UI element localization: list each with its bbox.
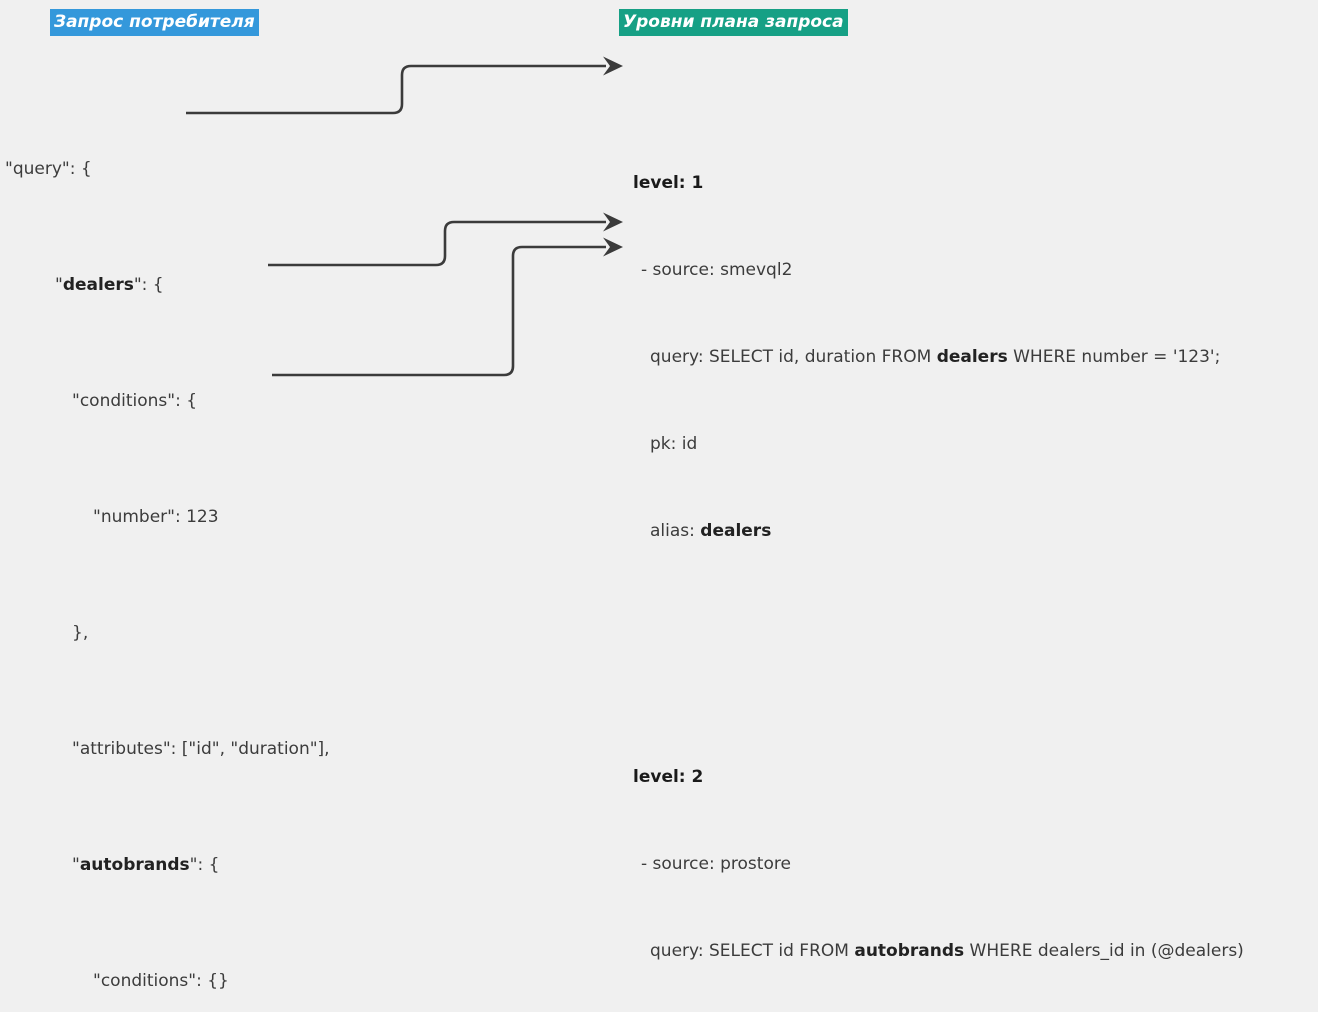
autobrands-to-level-2-arrowhead [603, 212, 623, 232]
dealers-to-level-1-arrowhead [603, 56, 623, 76]
alias-label: alias: [650, 521, 701, 541]
level-1-source-0-query: query: SELECT id, duration FROM dealers … [633, 343, 1261, 372]
json-line-text: " [72, 855, 80, 875]
alias-value: dealers [700, 521, 772, 541]
query-text-post: WHERE dealers_id in (@dealers) [964, 941, 1244, 961]
level-2-source-0-source: - source: prostore [641, 854, 791, 874]
json-line-text: "conditions": { [72, 391, 198, 411]
json-line-text: "number": 123 [93, 507, 219, 527]
query-table-name: autobrands [854, 941, 965, 961]
json-line-text: "conditions": {} [93, 971, 229, 991]
json-line: "conditions": {} [5, 967, 330, 996]
query-plan-block: level: 1 - source: smevql2 query: SELECT… [633, 53, 1261, 1012]
json-line-text: }, [72, 623, 89, 643]
json-line-text: "query": { [5, 159, 92, 179]
json-line: "conditions": { [5, 387, 330, 416]
json-line-text: " [55, 275, 63, 295]
level-1-heading: level: 1 [633, 173, 704, 193]
level-1-source-0-pk: pk: id [650, 434, 698, 454]
json-line: }, [5, 619, 330, 648]
json-line: "attributes": ["id", "duration"], [5, 735, 330, 764]
json-line-dealers: "dealers": { [5, 271, 330, 300]
diagram-canvas: Запрос потребителя Уровни плана запроса … [5, 9, 1244, 991]
level-2-heading: level: 2 [633, 767, 704, 787]
query-plan-levels-title: Уровни плана запроса [619, 9, 848, 36]
query-text-post: WHERE number = '123'; [1007, 347, 1221, 367]
json-line-autobrands: "autobrands": { [5, 851, 330, 880]
json-key-autobrands: autobrands [79, 855, 190, 875]
json-line-text: "attributes": ["id", "duration"], [72, 739, 330, 759]
query-table-name: dealers [936, 347, 1008, 367]
json-line-tail: ": { [133, 275, 164, 295]
level-separator [633, 633, 1261, 647]
tech-services-to-level-2-arrowhead [603, 237, 623, 257]
consumer-query-block: "query": { "dealers": { "conditions": { … [5, 68, 330, 1012]
json-line-tail: ": { [189, 855, 220, 875]
json-key-dealers: dealers [62, 275, 134, 295]
json-line: "number": 123 [5, 503, 330, 532]
query-text-pre: query: SELECT id FROM [650, 941, 855, 961]
consumer-query-title: Запрос потребителя [50, 9, 259, 36]
level-2-source-0-query: query: SELECT id FROM autobrands WHERE d… [633, 937, 1261, 966]
level-1-source-0-alias: alias: dealers [633, 517, 1261, 546]
query-text-pre: query: SELECT id, duration FROM [650, 347, 937, 367]
level-1-source-0-source: - source: smevql2 [641, 260, 793, 280]
json-line: "query": { [5, 155, 330, 184]
